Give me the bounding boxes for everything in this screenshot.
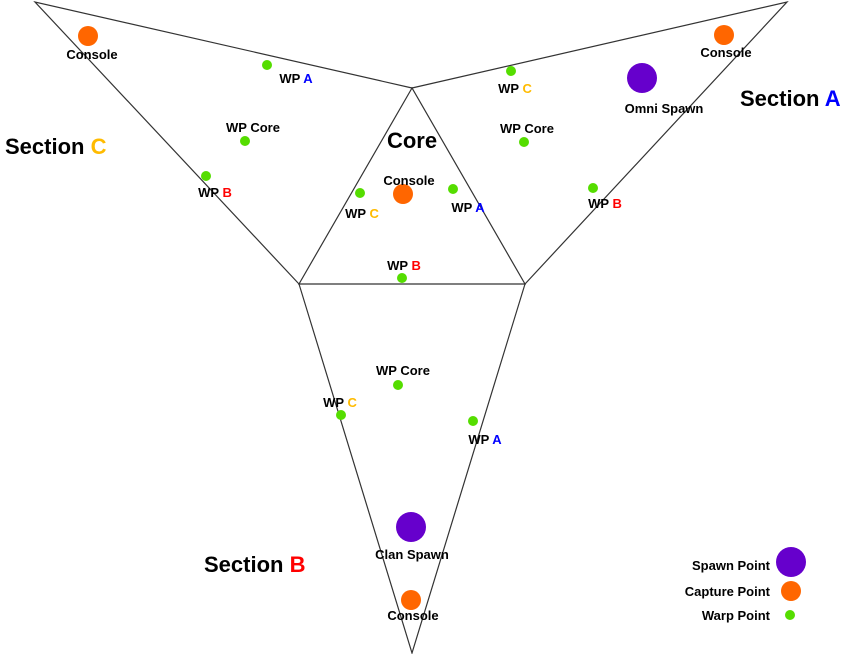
section-c-title: Section C [5,134,107,159]
wp-c-label: WP C [345,206,379,221]
capture-point [393,184,413,204]
legend-warp-label: Warp Point [702,608,771,623]
warp-point [519,137,529,147]
warp-point [240,136,250,146]
legend-spawn-label: Spawn Point [692,558,771,573]
wp-a-label: WP A [279,71,313,86]
legend-capture-icon [781,581,801,601]
warp-point [393,380,403,390]
wp-core-label: WP Core [226,120,280,135]
warp-point [336,410,346,420]
legend: Spawn Point Capture Point Warp Point [685,547,806,623]
capture-point [78,26,98,46]
console-label: Console [383,173,434,188]
omni-spawn-label: Omni Spawn [625,101,704,116]
core-title: Core [387,128,437,153]
section-a-title: Section A [740,86,841,111]
core-border [297,86,527,285]
console-label: Console [387,608,438,623]
section-a: Section A Console Omni Spawn WP C WP Cor… [498,25,841,211]
capture-point [714,25,734,45]
core-section: Core Console WP C WP A WP B [345,128,485,283]
section-b: Section B WP Core WP C WP A Clan Spawn C… [204,363,502,623]
console-label: Console [66,47,117,62]
console-label: Console [700,45,751,60]
warp-point [355,188,365,198]
wp-a-label: WP A [468,432,502,447]
legend-capture-label: Capture Point [685,584,771,599]
spawn-point [396,512,426,542]
wp-core-label: WP Core [500,121,554,136]
spawn-point [627,63,657,93]
clan-spawn-label: Clan Spawn [375,547,449,562]
section-a-border [411,0,789,285]
wp-core-label: WP Core [376,363,430,378]
legend-warp-icon [785,610,795,620]
section-b-border [298,283,526,654]
section-c-border [33,0,413,285]
capture-point [401,590,421,610]
wp-b-label: WP B [588,196,622,211]
wp-a-label: WP A [451,200,485,215]
warp-point [448,184,458,194]
warp-point [506,66,516,76]
warp-point [262,60,272,70]
wp-c-label: WP C [323,395,357,410]
legend-spawn-icon [776,547,806,577]
section-c: Section C Console WP A WP Core WP B [5,26,313,200]
warp-point [468,416,478,426]
warp-point [588,183,598,193]
wp-b-label: WP B [387,258,421,273]
wp-b-label: WP B [198,185,232,200]
warp-point [397,273,407,283]
section-borders [33,0,789,654]
warp-point [201,171,211,181]
section-b-title: Section B [204,552,305,577]
wp-c-label: WP C [498,81,532,96]
